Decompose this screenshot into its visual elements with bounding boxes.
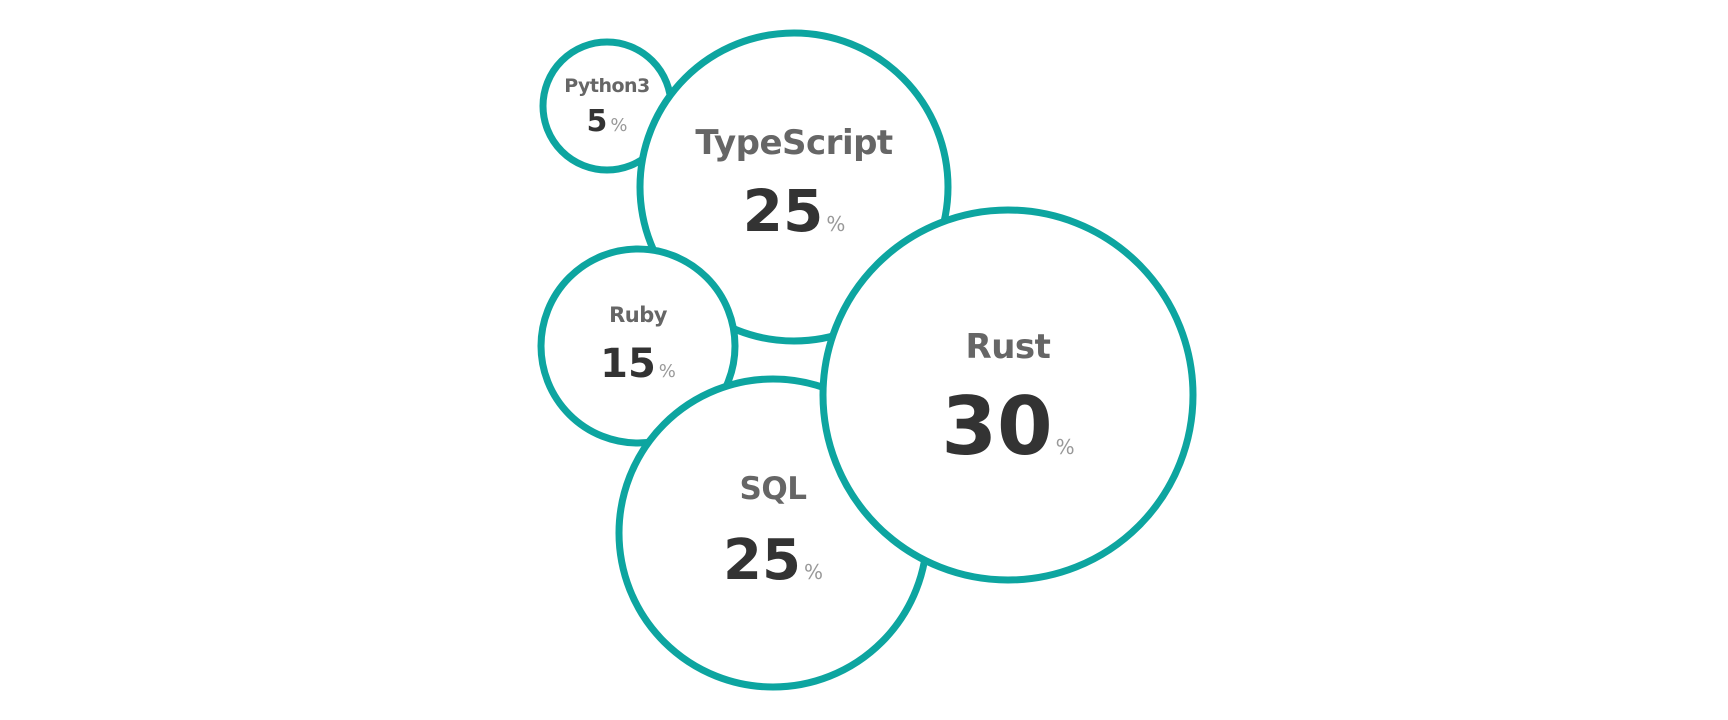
bubble-label-typescript: TypeScript bbox=[695, 123, 893, 163]
bubble-rust: Rust 30% bbox=[819, 206, 1197, 584]
bubble-value-number: 15 bbox=[600, 341, 656, 387]
bubble-label-python3: Python3 bbox=[564, 75, 650, 97]
bubble-value-number: 30 bbox=[941, 380, 1052, 473]
bubble-circle-rust bbox=[819, 206, 1197, 584]
bubble-ruby: Ruby 15% bbox=[537, 245, 739, 447]
bubble-label-sql: SQL bbox=[740, 471, 807, 507]
bubble-value-number: 25 bbox=[743, 177, 824, 245]
bubble-typescript: TypeScript 25% bbox=[636, 29, 952, 345]
bubble-circle-typescript bbox=[636, 29, 952, 345]
bubble-value-ruby: 15% bbox=[600, 341, 676, 387]
bubble-label-ruby: Ruby bbox=[609, 303, 668, 327]
bubble-value-sql: 25% bbox=[723, 528, 823, 593]
bubble-value-unit: % bbox=[804, 560, 823, 584]
bubble-circle-ruby bbox=[537, 245, 739, 447]
bubble-value-unit: % bbox=[826, 212, 845, 236]
bubble-value-number: 25 bbox=[723, 528, 801, 593]
bubble-value-unit: % bbox=[610, 115, 627, 136]
bubble-value-typescript: 25% bbox=[743, 177, 846, 245]
bubble-value-python3: 5% bbox=[587, 104, 628, 139]
bubble-value-unit: % bbox=[659, 361, 676, 382]
bubble-label-rust: Rust bbox=[966, 327, 1051, 367]
bubble-value-number: 5 bbox=[587, 104, 608, 139]
bubble-value-rust: 30% bbox=[941, 380, 1074, 473]
bubble-value-unit: % bbox=[1056, 435, 1075, 459]
